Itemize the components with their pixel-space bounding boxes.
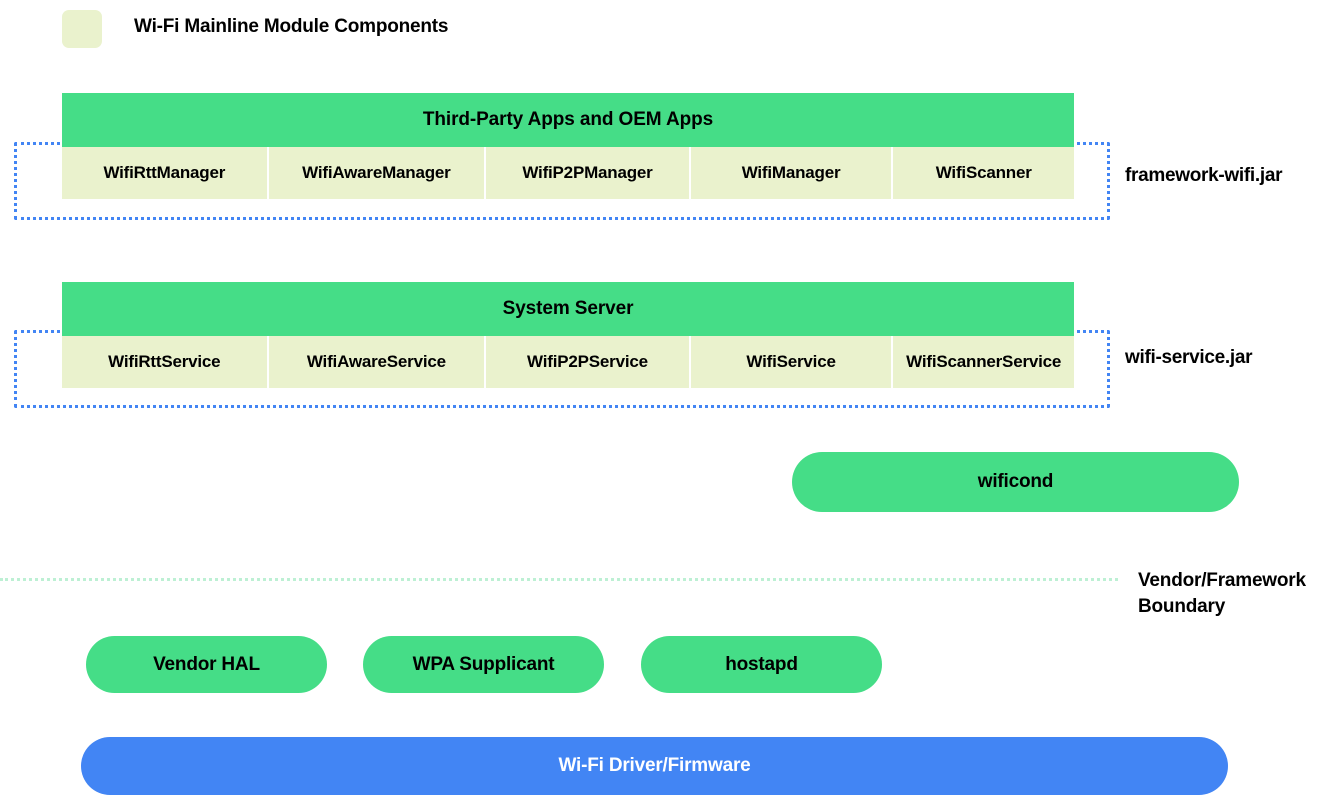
boundary-label-line-1: Vendor/Framework [1138, 570, 1306, 591]
wificond-block[interactable]: wificond [792, 452, 1239, 512]
component-wifirttmanager[interactable]: WifiRttManager [62, 147, 267, 199]
framework-component-row: WifiRttManager WifiAwareManager WifiP2PM… [62, 147, 1074, 199]
hostapd-block[interactable]: hostapd [641, 636, 882, 693]
component-wifirttservice[interactable]: WifiRttService [62, 336, 267, 388]
framework-wifi-jar-label: framework-wifi.jar [1125, 165, 1283, 186]
legend-label: Wi-Fi Mainline Module Components [134, 16, 449, 37]
wifi-driver-firmware-block[interactable]: Wi-Fi Driver/Firmware [81, 737, 1228, 795]
service-component-row: WifiRttService WifiAwareService WifiP2PS… [62, 336, 1074, 388]
wifi-service-jar-label: wifi-service.jar [1125, 347, 1253, 368]
component-wifiservice[interactable]: WifiService [690, 336, 892, 388]
vendor-framework-boundary-label: Vendor/Framework Boundary [1138, 568, 1333, 620]
component-wifimanager[interactable]: WifiManager [690, 147, 892, 199]
component-wifiscanner[interactable]: WifiScanner [893, 147, 1074, 199]
vendor-framework-boundary-line [0, 578, 1118, 581]
third-party-apps-header: Third-Party Apps and OEM Apps [62, 93, 1074, 147]
component-wifip2pmanager[interactable]: WifiP2PManager [486, 147, 689, 199]
component-wifiscannerservice[interactable]: WifiScannerService [893, 336, 1074, 388]
system-server-header: System Server [62, 282, 1074, 336]
boundary-label-line-2: Boundary [1138, 596, 1226, 617]
vendor-hal-block[interactable]: Vendor HAL [86, 636, 327, 693]
component-wifiawareservice[interactable]: WifiAwareService [268, 336, 485, 388]
component-wifip2pservice[interactable]: WifiP2PService [486, 336, 689, 388]
legend-color-swatch [62, 10, 102, 48]
wpa-supplicant-block[interactable]: WPA Supplicant [363, 636, 604, 693]
component-wifiawaremanager[interactable]: WifiAwareManager [268, 147, 485, 199]
